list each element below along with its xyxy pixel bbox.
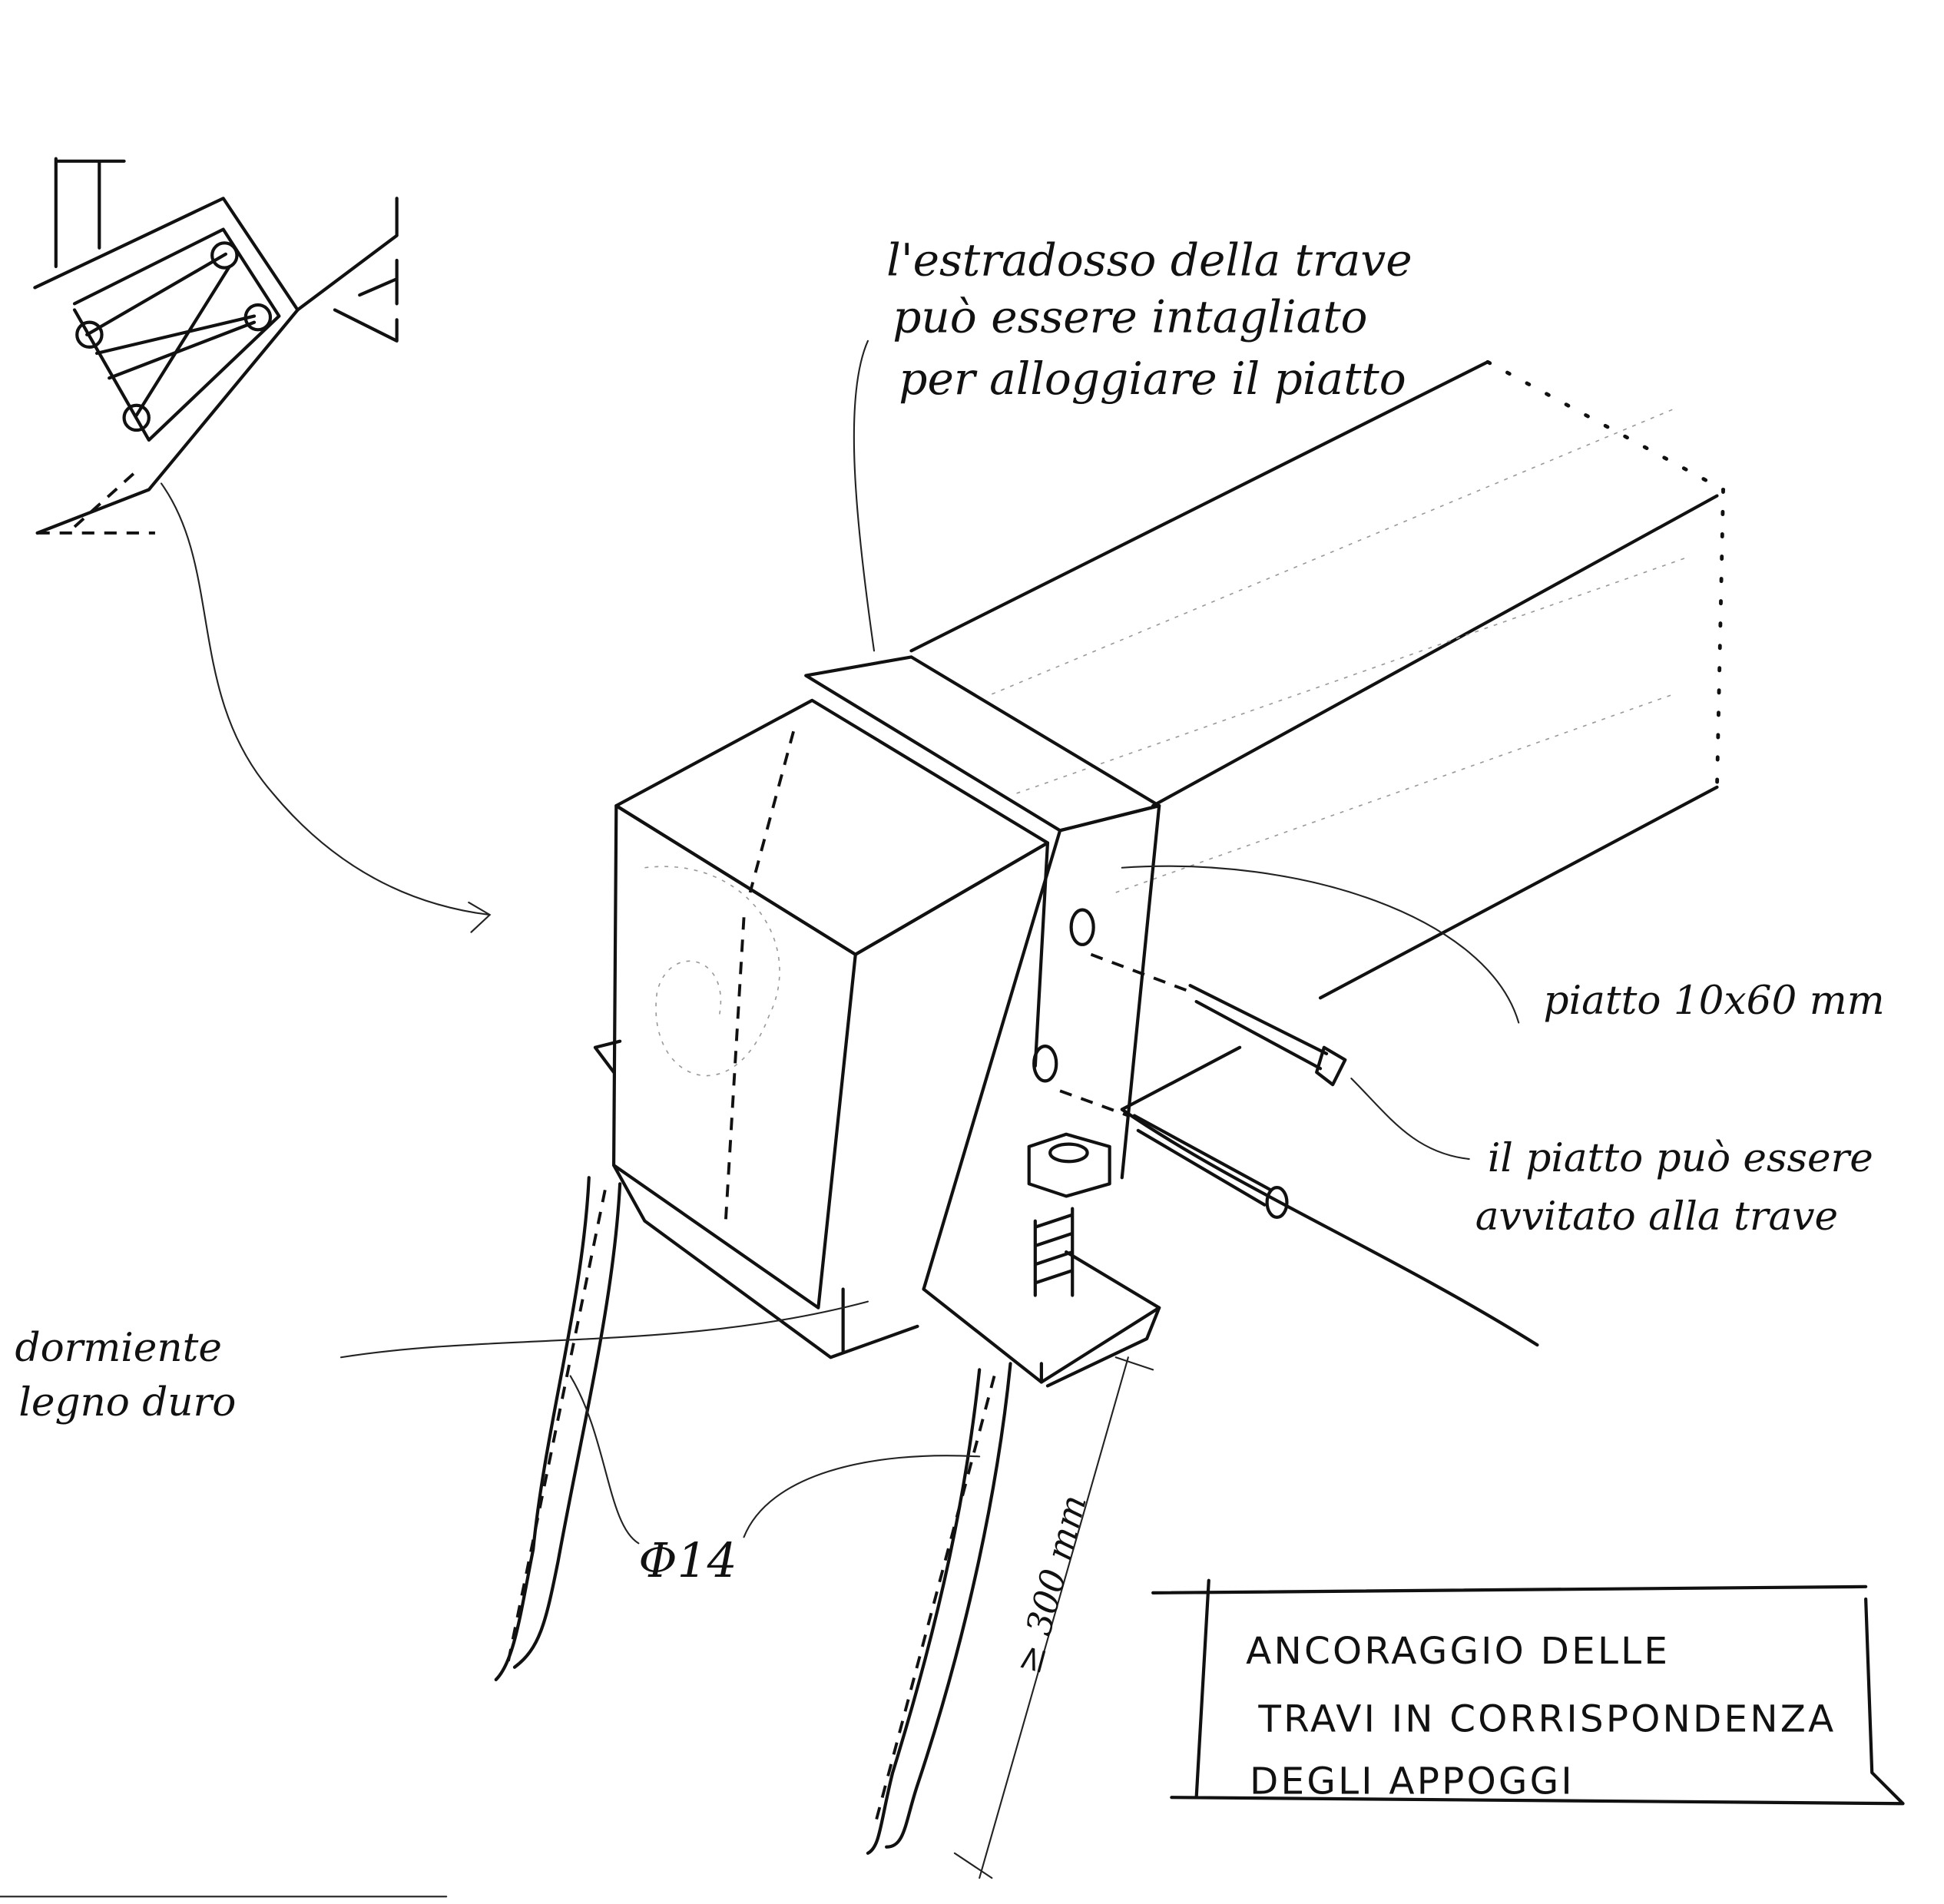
note-plate: piatto 10x60 mm <box>1544 978 1885 1024</box>
note-rod-diameter: Φ14 <box>638 1534 737 1588</box>
steel-plate <box>804 655 1161 1291</box>
title-line: TRAVI IN CORRISPONDENZA <box>1257 1698 1836 1741</box>
title-box: ANCORAGGIO DELLE TRAVI IN CORRISPONDENZA… <box>1151 1578 1905 1806</box>
note-line: per alloggiare il piatto <box>899 353 1406 405</box>
note-line: l'estradosso della trave <box>886 233 1412 286</box>
dimension-line <box>953 1356 1154 1879</box>
leader-rod <box>569 1375 981 1545</box>
note-line: può essere intagliato <box>893 291 1367 343</box>
note-sill-line2: legno duro <box>18 1379 236 1426</box>
note-rod-length: ≥ 300 mm <box>1008 1491 1095 1678</box>
pointer-arrow <box>160 482 492 933</box>
title-line: ANCORAGGIO DELLE <box>1246 1630 1670 1673</box>
leader-screw <box>1350 1078 1470 1161</box>
note-sill-line1: dormiente <box>15 1325 222 1371</box>
leader-beam-top <box>853 339 876 652</box>
note-screw-line1: il piatto può essere <box>1488 1135 1873 1181</box>
lag-screws <box>1059 952 1347 1219</box>
leader-plate <box>1121 865 1520 1024</box>
title-line: DEGLI APPOGGI <box>1250 1760 1575 1803</box>
anchor-bolt-assembly <box>922 1132 1161 1388</box>
note-beam-top: l'estradosso della trave può essere inta… <box>886 233 1412 405</box>
anchor-rods <box>494 1176 1012 1855</box>
note-screw-line2: avvitato alla trave <box>1475 1194 1838 1240</box>
hardwood-sill <box>593 698 1050 1359</box>
leader-sill <box>339 1300 869 1359</box>
beam <box>909 359 1725 1347</box>
inset-plan-detail <box>33 157 399 535</box>
